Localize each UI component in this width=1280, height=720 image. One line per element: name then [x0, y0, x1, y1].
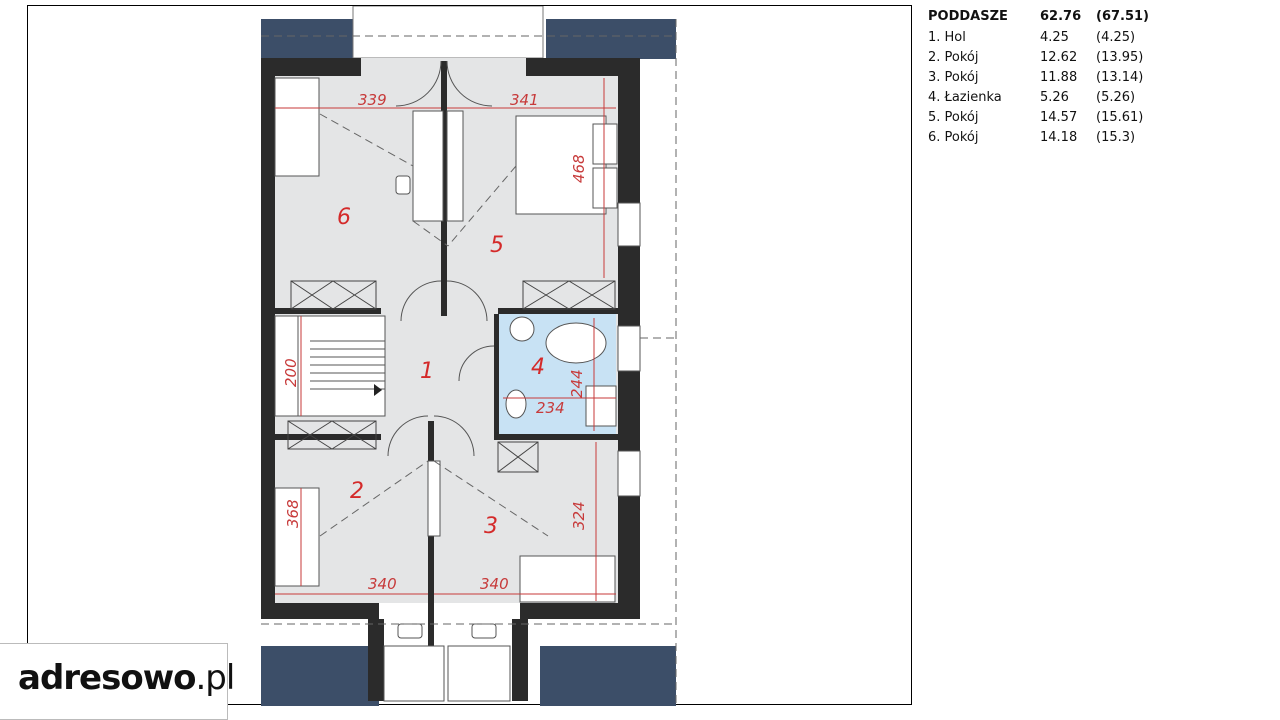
room-area: 4.25 — [1040, 29, 1069, 45]
floor-plan-frame: 1 2 3 4 5 6 339 341 468 200 244 234 368 … — [27, 5, 912, 706]
area-row: 6. Pokój 14.18 (15.3) — [928, 127, 1258, 147]
room-total: (15.3) — [1096, 129, 1136, 145]
windows — [383, 202, 641, 702]
wardrobe-lower-right — [497, 441, 539, 473]
area-table: PODDASZE 62.76 (67.51) 1. Hol 4.25 (4.25… — [928, 5, 1258, 147]
area-row: 5. Pokój 14.57 (15.61) — [928, 107, 1258, 127]
sink — [509, 316, 535, 342]
room-name: 5. Pokój — [928, 109, 979, 125]
room-area: 12.62 — [1040, 49, 1078, 65]
wall-top-left — [261, 58, 361, 76]
dim-label-324: 324 — [570, 501, 588, 530]
dim-label-468: 468 — [570, 154, 588, 183]
floor-total-area: (67.51) — [1096, 8, 1150, 24]
logo-domain: .pl — [195, 658, 235, 698]
desk-room-6 — [412, 110, 444, 222]
area-table-header: PODDASZE 62.76 (67.51) — [928, 5, 1258, 27]
wall-right-mid2 — [618, 371, 640, 451]
wardrobe-upper-left — [290, 280, 377, 310]
wall-right-mid — [618, 246, 640, 326]
room-area: 14.18 — [1040, 129, 1078, 145]
wall-center-top — [441, 61, 447, 316]
dim-label-340-right: 340 — [480, 575, 509, 593]
bed-room-3 — [519, 555, 616, 603]
room-label-1: 1 — [420, 359, 434, 384]
balcony-top — [352, 6, 544, 59]
room-total: (5.26) — [1096, 89, 1136, 105]
roof-top-right — [546, 19, 676, 59]
roof-bottom-right — [540, 646, 676, 706]
wall-h-upper-right — [498, 308, 618, 314]
wall-bath-left — [494, 314, 499, 440]
wall-right-top — [618, 58, 640, 203]
room-name: 1. Hol — [928, 29, 966, 45]
room-name: 2. Pokój — [928, 49, 979, 65]
bed-room-5 — [515, 115, 618, 215]
wall-center-bottom — [428, 421, 434, 701]
wall-bottom-left — [261, 603, 379, 619]
area-row: 3. Pokój 11.88 (13.14) — [928, 67, 1258, 87]
room-total: (15.61) — [1096, 109, 1144, 125]
toilet — [505, 389, 527, 419]
dimension-lines — [275, 78, 616, 601]
wall-right-bottom — [618, 496, 640, 603]
bed-room-6 — [274, 77, 320, 177]
wall-bottom-right — [520, 603, 640, 619]
roof-top-left — [261, 19, 353, 59]
adresowo-logo[interactable]: adresowo.pl — [0, 643, 235, 720]
room-area: 11.88 — [1040, 69, 1078, 85]
area-row: 4. Łazienka 5.26 (5.26) — [928, 87, 1258, 107]
room-label-6: 6 — [337, 205, 351, 230]
stair-arrow-icon — [374, 384, 382, 396]
wall-bottom-alcove-left — [368, 619, 384, 701]
room-area: 5.26 — [1040, 89, 1069, 105]
wall-h-upper-left — [273, 308, 381, 314]
dim-label-244: 244 — [568, 369, 586, 398]
floor-usable-area: 62.76 — [1040, 8, 1082, 24]
logo-text: adresowo.pl — [18, 658, 235, 698]
room-name: 6. Pokój — [928, 129, 979, 145]
room-total: (13.95) — [1096, 49, 1144, 65]
area-row: 2. Pokój 12.62 (13.95) — [928, 47, 1258, 67]
dim-label-340-left: 340 — [368, 575, 397, 593]
desk-room-2 — [427, 460, 441, 537]
room-label-2: 2 — [350, 479, 364, 504]
wardrobe-upper-right — [522, 280, 616, 310]
desk-room-5 — [446, 110, 464, 222]
room-total: (13.14) — [1096, 69, 1144, 85]
wall-bottom-alcove-right — [512, 619, 528, 701]
chairs — [395, 175, 497, 639]
room-label-3: 3 — [484, 514, 498, 539]
area-row: 1. Hol 4.25 (4.25) — [928, 27, 1258, 47]
wall-left — [261, 58, 275, 603]
shower — [585, 385, 617, 427]
dim-label-368: 368 — [284, 499, 302, 528]
wall-h-lower-left — [273, 434, 381, 440]
room-area: 14.57 — [1040, 109, 1078, 125]
bed-room-2 — [274, 487, 320, 587]
room-name: 3. Pokój — [928, 69, 979, 85]
logo-brand: adresowo — [18, 658, 196, 698]
dim-label-234: 234 — [536, 399, 565, 417]
doors — [387, 60, 495, 457]
dim-label-200: 200 — [282, 358, 300, 387]
room-total: (4.25) — [1096, 29, 1136, 45]
wardrobe-lower-left — [287, 420, 377, 450]
staircase — [274, 315, 386, 417]
room-label-4: 4 — [531, 355, 545, 380]
room-label-5: 5 — [490, 233, 504, 258]
wall-top-right — [526, 58, 640, 76]
room-name: 4. Łazienka — [928, 89, 1002, 105]
bathtub — [545, 322, 607, 364]
floor-name: PODDASZE — [928, 8, 1008, 24]
wall-h-lower-right — [498, 434, 618, 440]
roof-bottom-left — [261, 646, 379, 706]
floor-plan-drawing: 1 2 3 4 5 6 339 341 468 200 244 234 368 … — [261, 6, 677, 706]
roof-lines — [261, 19, 677, 706]
dim-label-341: 341 — [510, 91, 539, 109]
dim-label-339: 339 — [358, 91, 387, 109]
